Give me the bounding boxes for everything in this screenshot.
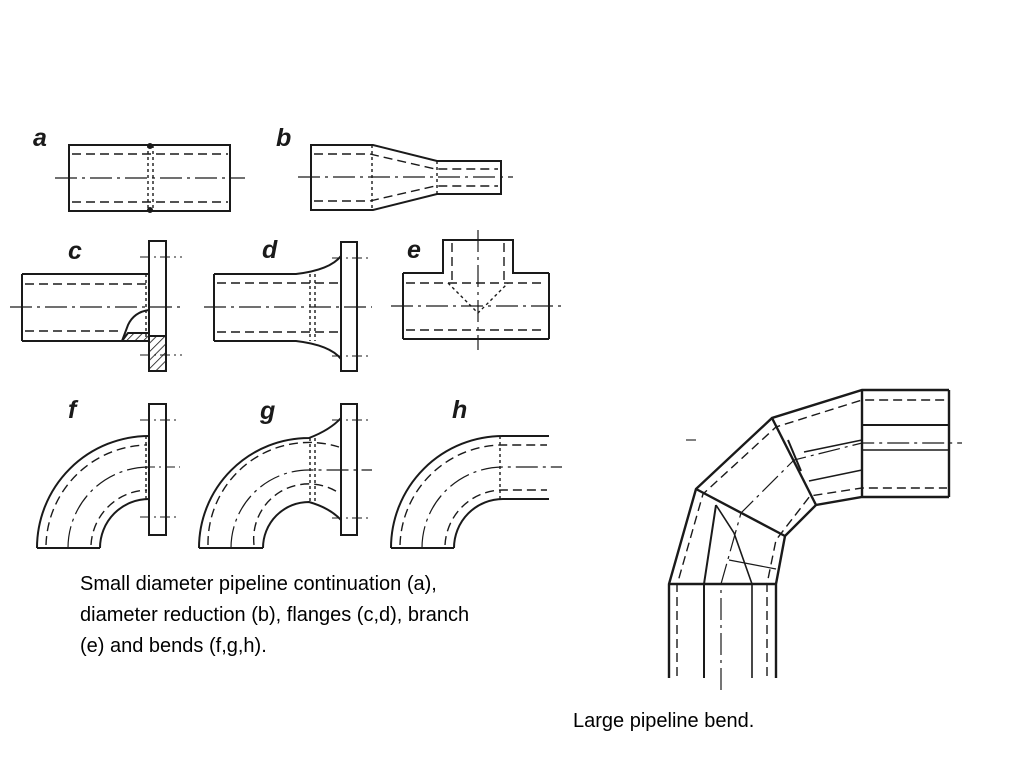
large-segmented-bend bbox=[667, 388, 962, 690]
pipe-continuation-a: a bbox=[33, 124, 245, 213]
label-g: g bbox=[259, 397, 275, 425]
caption-small-diameter: Small diameter pipeline continuation (a)… bbox=[80, 573, 470, 657]
label-d: d bbox=[262, 236, 278, 264]
flange-slip-on-c: c bbox=[10, 237, 182, 372]
bend-plain-h: h bbox=[390, 396, 562, 549]
label-c: c bbox=[68, 237, 82, 265]
pipe-reduction-b: b bbox=[276, 124, 513, 211]
bend-with-flange-f: f bbox=[36, 396, 180, 549]
tee-branch-e: e bbox=[391, 230, 562, 350]
label-h: h bbox=[452, 396, 467, 424]
label-a: a bbox=[33, 124, 47, 152]
label-b: b bbox=[276, 124, 291, 152]
flange-welding-neck-d: d bbox=[204, 236, 372, 372]
caption-large-bend: Large pipeline bend. bbox=[573, 710, 755, 732]
label-e: e bbox=[407, 236, 421, 264]
bend-with-weld-neck-g: g bbox=[198, 397, 372, 549]
label-f: f bbox=[68, 396, 79, 424]
